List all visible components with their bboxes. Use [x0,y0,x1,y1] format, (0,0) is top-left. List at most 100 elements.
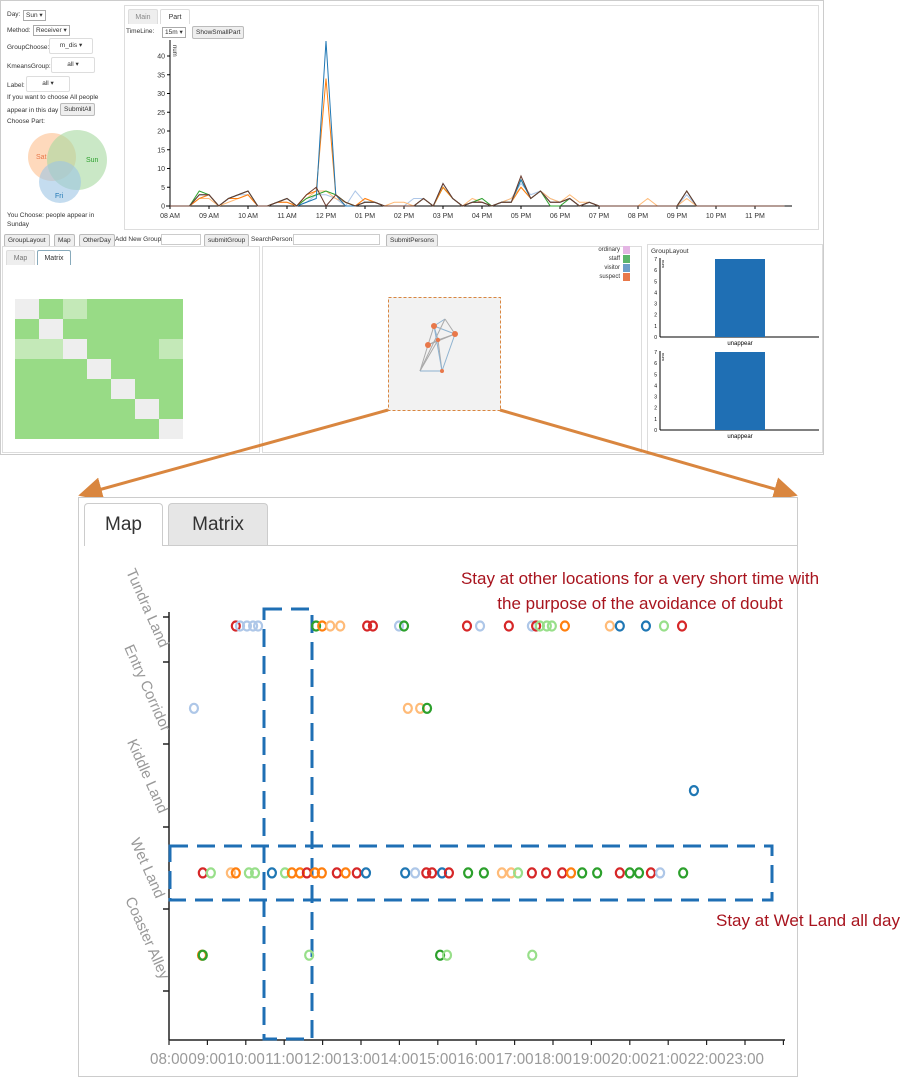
matrix-cell[interactable] [111,319,135,339]
label-dropdown[interactable]: all ▾ [26,76,70,92]
x-tick-label: 10 PM [706,213,726,220]
tab-main[interactable]: Main [128,9,158,24]
matrix-cell[interactable] [63,319,87,339]
scatter-point [512,867,524,879]
matrix-cell[interactable] [159,339,183,359]
zoomed-map-panel [78,497,798,1077]
matrix-cell[interactable] [15,419,39,439]
kmeans-dropdown[interactable]: all ▾ [51,57,95,73]
matrix-cell[interactable] [63,299,87,319]
matrix-cell[interactable] [135,419,159,439]
venn-fri[interactable] [39,161,81,203]
y-tick-label: 40 [157,54,165,61]
matrix-cell[interactable] [111,399,135,419]
scatter-point [304,949,315,961]
group-choose-dropdown[interactable]: m_dis ▾ [49,38,93,54]
matrix-cell[interactable] [39,359,63,379]
matrix-cell[interactable] [159,399,183,419]
tab-matrix[interactable]: Matrix [37,250,71,265]
submit-all-button[interactable]: SubmitAll [60,103,96,116]
matrix-cell[interactable] [135,359,159,379]
graph-edge [433,325,443,372]
matrix-cell[interactable] [63,339,87,359]
matrix-cell[interactable] [159,319,183,339]
graph-node [425,342,431,348]
matrix-cell[interactable] [39,379,63,399]
scatter-point [546,620,557,632]
zoom-tab-matrix[interactable]: Matrix [168,503,268,546]
matrix-cell[interactable] [15,379,39,399]
scatter-point [559,620,571,632]
timeline-select[interactable]: 15m ▾ [162,27,186,38]
graph-edge [419,344,429,372]
matrix-cell[interactable] [63,419,87,439]
x-tick-label: 23:00 [726,1051,764,1068]
matrix-cell[interactable] [111,359,135,379]
matrix-cell[interactable] [39,419,63,439]
x-tick-label: 09 PM [667,213,687,220]
tab-part[interactable]: Part [160,9,190,24]
matrix-cell[interactable] [87,319,111,339]
venn-diagram[interactable]: Sat Sun Fri [2,3,122,228]
matrix-cell[interactable] [39,339,63,359]
control-sidebar: Day: Sun ▾ Method: Receiver ▾ GroupChoos… [2,3,122,228]
bar-category-label: unappear [727,341,752,347]
scatter-point [398,620,410,632]
matrix-cell[interactable] [39,319,63,339]
matrix-cell[interactable] [135,399,159,419]
matrix-cell[interactable] [135,319,159,339]
matrix-cell[interactable] [87,419,111,439]
matrix-cell[interactable] [111,299,135,319]
group-layout-title: GroupLayout [651,248,689,255]
matrix-cell[interactable] [63,359,87,379]
matrix-cell[interactable] [111,379,135,399]
scatter-point [531,620,542,632]
matrix-cell[interactable] [15,339,39,359]
matrix-cell[interactable] [39,399,63,419]
day-select[interactable]: Sun ▾ [23,10,46,21]
x-tick-label: 11:00 [265,1051,303,1068]
matrix-cell[interactable] [15,399,39,419]
matrix-cell[interactable] [87,299,111,319]
matrix-cell[interactable] [111,419,135,439]
x-tick-label: 02 PM [394,213,414,220]
x-tick-label: 03 PM [433,213,453,220]
scatter-point [393,620,405,632]
matrix-cell[interactable] [15,299,39,319]
matrix-cell[interactable] [87,399,111,419]
graph-edge [427,325,435,346]
matrix-cell[interactable] [159,359,183,379]
matrix-cell[interactable] [39,299,63,319]
caret-icon: ▾ [75,61,79,68]
matrix-cell[interactable] [87,339,111,359]
scatter-point [557,867,568,879]
bar-y-tick-label: 5 [654,279,657,285]
matrix-cell[interactable] [159,299,183,319]
matrix-cell[interactable] [111,339,135,359]
matrix-cell[interactable] [135,339,159,359]
annotation-short-stay-line2: the purpose of the avoidance of doubt [497,594,783,613]
matrix-cell[interactable] [15,359,39,379]
zoom-tab-map[interactable]: Map [84,503,163,546]
matrix-cell[interactable] [87,359,111,379]
x-tick-label: 17:00 [496,1051,534,1068]
legend-item: suspect [560,272,630,281]
matrix-cell[interactable] [63,399,87,419]
method-select[interactable]: Receiver ▾ [33,25,70,36]
x-tick-label: 01 PM [355,213,375,220]
show-small-part-button[interactable]: ShowSmallPart [192,26,245,39]
search-person-input[interactable] [293,234,380,245]
bar-y-tick-label: 2 [654,406,657,412]
add-new-group-input[interactable] [161,234,201,245]
matrix-cell[interactable] [87,379,111,399]
matrix-cell[interactable] [63,379,87,399]
tab-map[interactable]: Map [6,250,35,265]
matrix-cell[interactable] [135,379,159,399]
matrix-cell[interactable] [159,379,183,399]
legend-label: visitor [604,264,620,271]
label-value: all [42,80,49,87]
matrix-cell[interactable] [15,319,39,339]
force-graph[interactable] [388,297,501,411]
matrix-cell[interactable] [159,419,183,439]
matrix-cell[interactable] [135,299,159,319]
